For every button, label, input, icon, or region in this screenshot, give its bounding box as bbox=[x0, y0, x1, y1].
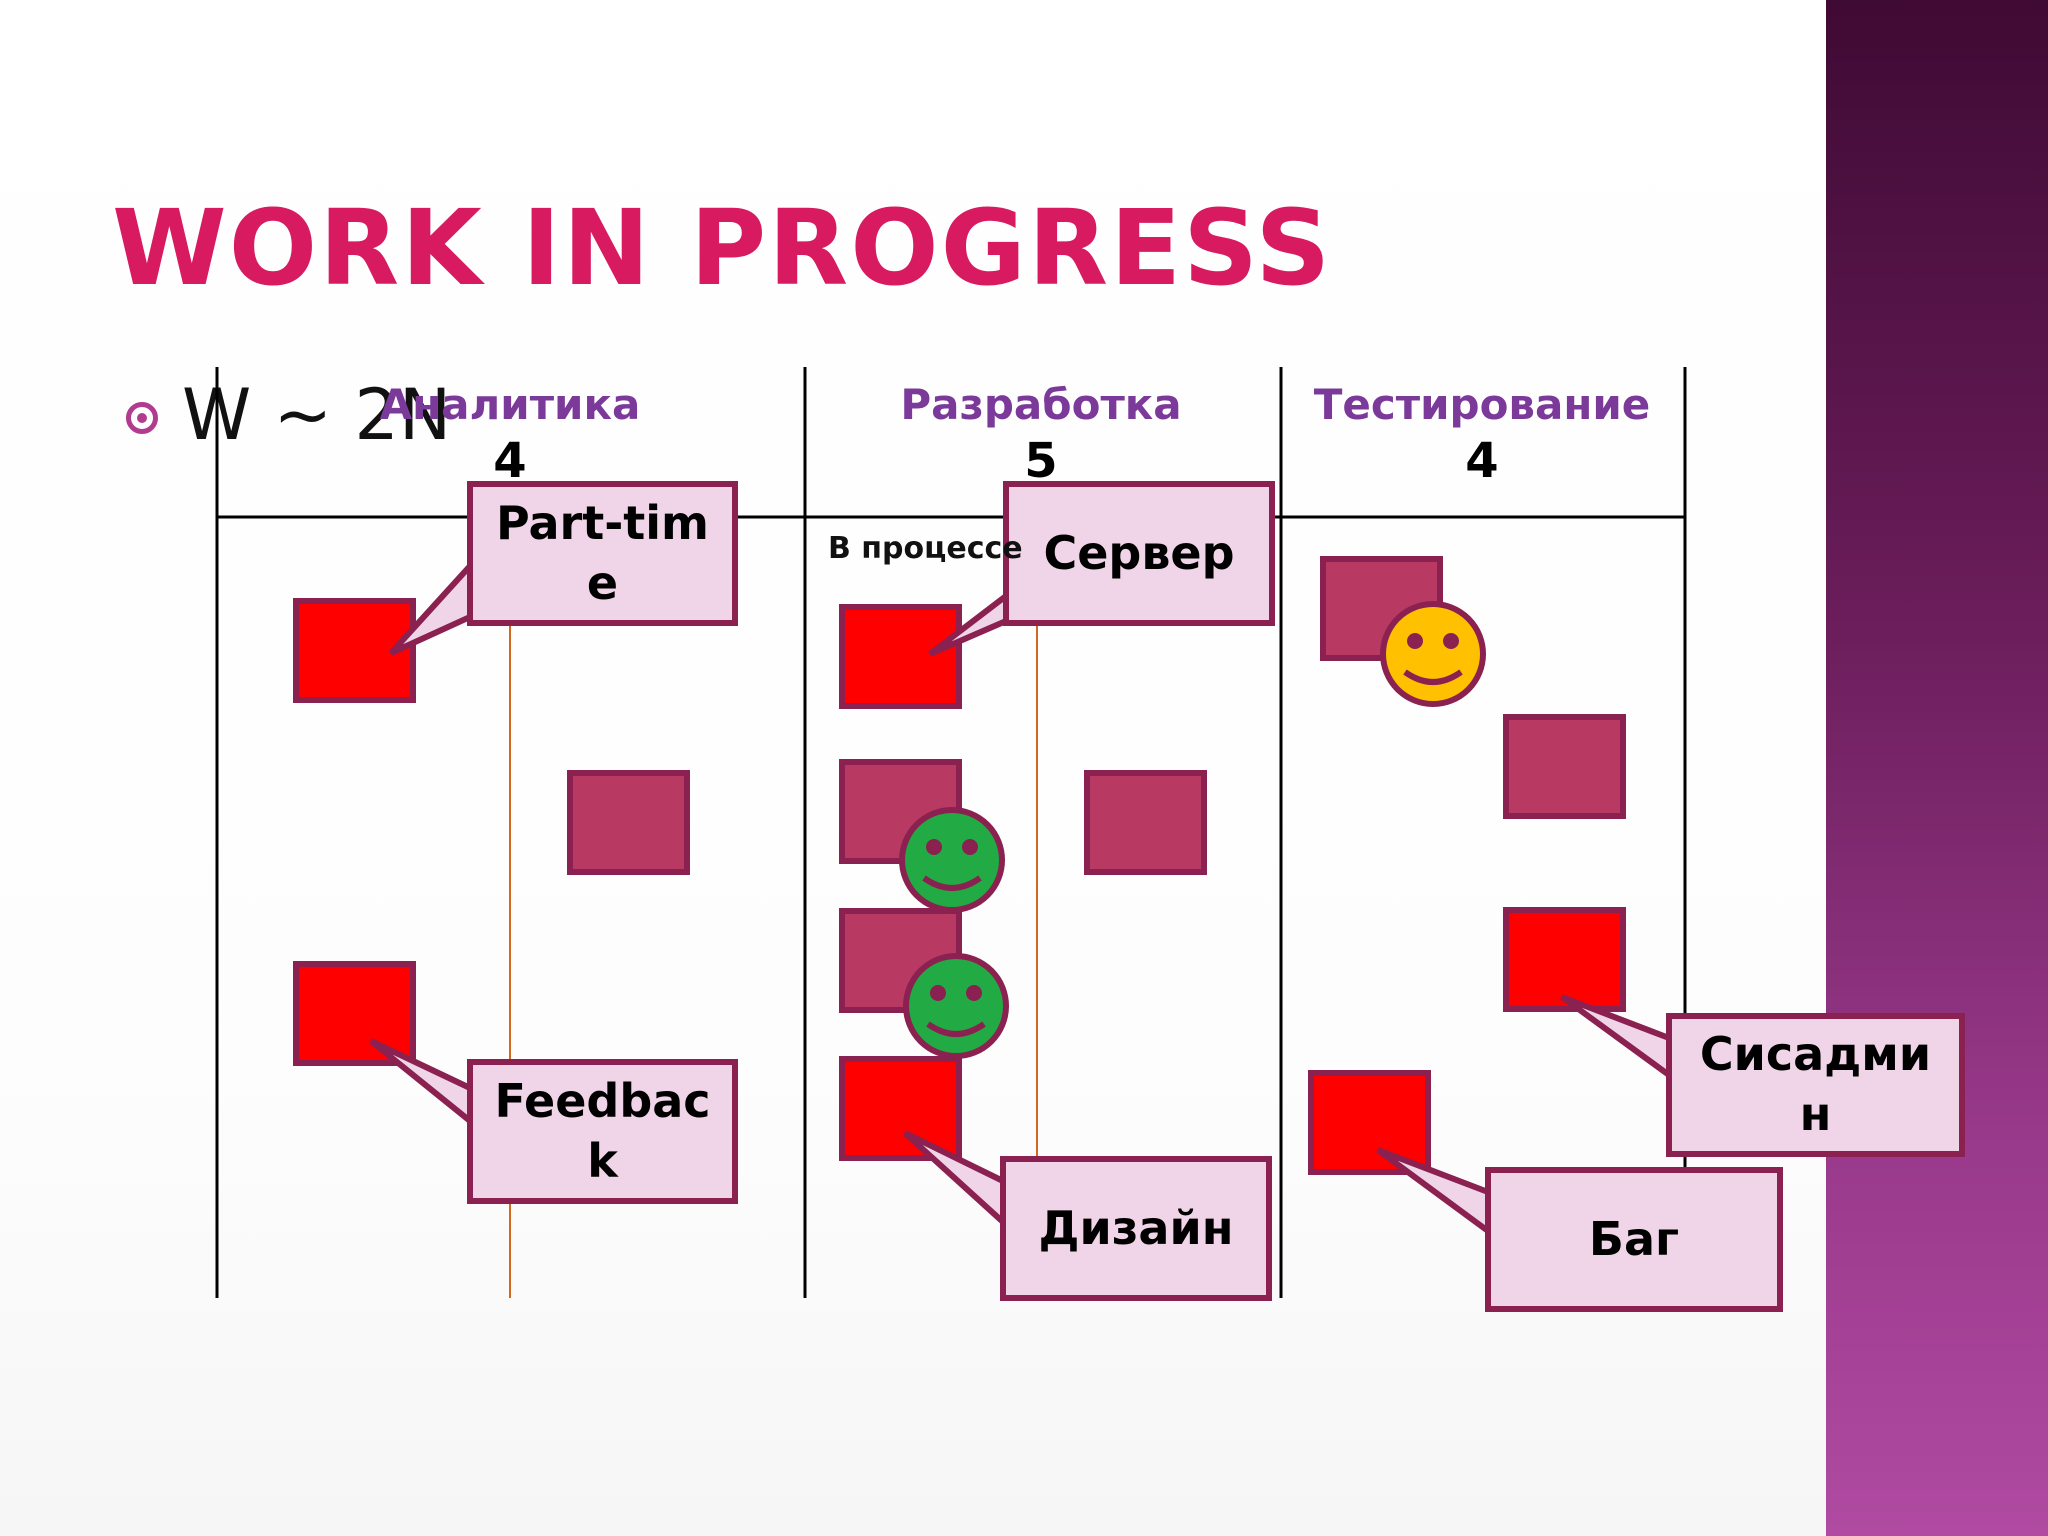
task-card bbox=[567, 770, 690, 875]
callout-text-sysadmin: Сисадмин bbox=[1699, 1027, 1932, 1141]
column-title-development: Разработка bbox=[900, 380, 1182, 429]
callout-server bbox=[928, 481, 1275, 657]
column-wip-limit-testing: 4 bbox=[1465, 433, 1499, 489]
urgent-task-card bbox=[1308, 1070, 1431, 1175]
urgent-task-card bbox=[293, 961, 416, 1066]
slide-title: WORK IN PROGRESS bbox=[112, 187, 1333, 309]
subcolumn-label-in-progress: В процессе bbox=[828, 531, 1023, 566]
decorative-side-band bbox=[1826, 0, 2048, 1536]
task-card bbox=[1503, 714, 1626, 819]
smiley-face-icon bbox=[903, 953, 1009, 1059]
callout-design bbox=[902, 1130, 1272, 1301]
task-card bbox=[1084, 770, 1207, 875]
smiley-face-icon bbox=[1380, 601, 1486, 707]
urgent-cards bbox=[293, 598, 1626, 1175]
callout-feedback bbox=[369, 1038, 738, 1204]
urgent-task-card bbox=[1503, 907, 1626, 1012]
callout-text-bug: Баг bbox=[1588, 1211, 1680, 1266]
callout-text-part-time: Part-time bbox=[496, 495, 709, 610]
column-wip-limit-analytics: 4 bbox=[493, 433, 527, 489]
callout-text-server: Сервер bbox=[1043, 525, 1235, 580]
bullet-circle-icon bbox=[126, 402, 158, 434]
smiley-face-icon bbox=[899, 807, 1005, 913]
urgent-task-card bbox=[839, 1056, 962, 1161]
callout-bug bbox=[1376, 1147, 1783, 1312]
bullet-formula: W ~ 2N bbox=[182, 374, 452, 456]
callout-text-design: Дизайн bbox=[1038, 1200, 1234, 1255]
column-title-testing: Тестирование bbox=[1313, 380, 1651, 429]
urgent-task-card bbox=[839, 604, 962, 709]
callout-sysadmin bbox=[1560, 994, 1965, 1157]
column-title-analytics: Аналитика bbox=[379, 380, 641, 429]
callout-part-time bbox=[388, 481, 738, 656]
callout-text-feedback: Feedback bbox=[494, 1073, 711, 1188]
column-wip-limit-development: 5 bbox=[1024, 433, 1058, 489]
